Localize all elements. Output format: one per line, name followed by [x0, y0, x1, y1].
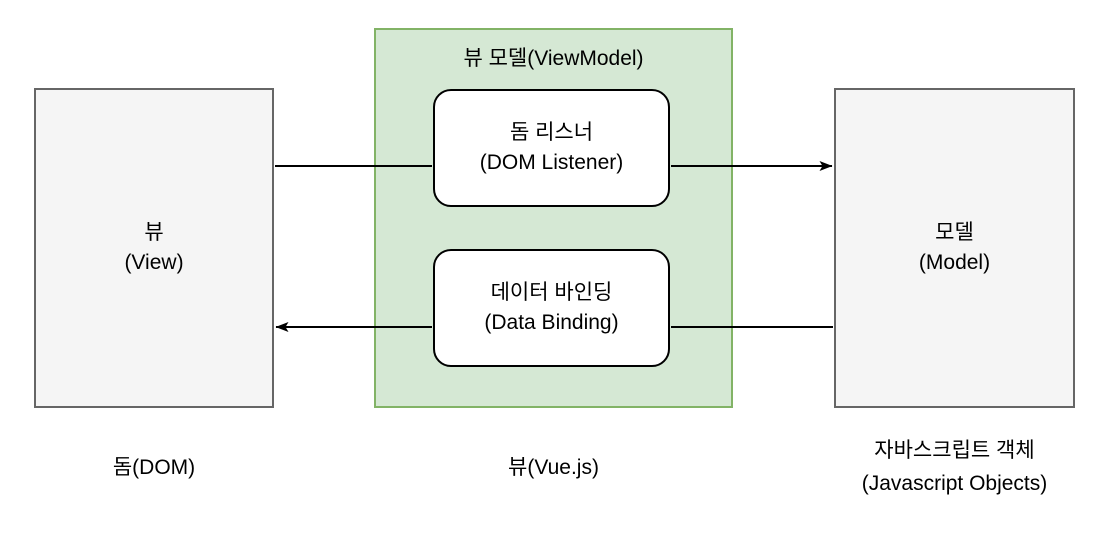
- data-binding-node: 데이터 바인딩 (Data Binding): [433, 249, 670, 367]
- model-node: 모델 (Model): [834, 88, 1075, 408]
- model-node-label-korean: 모델: [935, 221, 974, 244]
- view-node-label-english: (View): [124, 251, 184, 274]
- view-node-label-korean: 뷰: [144, 221, 164, 244]
- viewmodel-caption: 뷰(Vue.js): [508, 456, 599, 479]
- data-binding-label-korean: 데이터 바인딩: [490, 281, 613, 304]
- model-node-label-english: (Model): [918, 251, 991, 274]
- model-caption: 자바스크립트 객체 (Javascript Objects): [814, 434, 1095, 500]
- view-caption: 돔(DOM): [112, 456, 196, 479]
- dom-listener-node: 돔 리스너 (DOM Listener): [433, 89, 670, 207]
- dom-listener-label-korean: 돔 리스너: [509, 121, 594, 144]
- viewmodel-title: 뷰 모델(ViewModel): [463, 47, 644, 70]
- view-node: 뷰 (View): [34, 88, 274, 408]
- model-caption-korean: 자바스크립트 객체: [874, 439, 1035, 462]
- data-binding-label-english: (Data Binding): [484, 311, 619, 334]
- dom-listener-label-english: (DOM Listener): [479, 151, 624, 174]
- model-caption-english: (Javascript Objects): [861, 472, 1048, 495]
